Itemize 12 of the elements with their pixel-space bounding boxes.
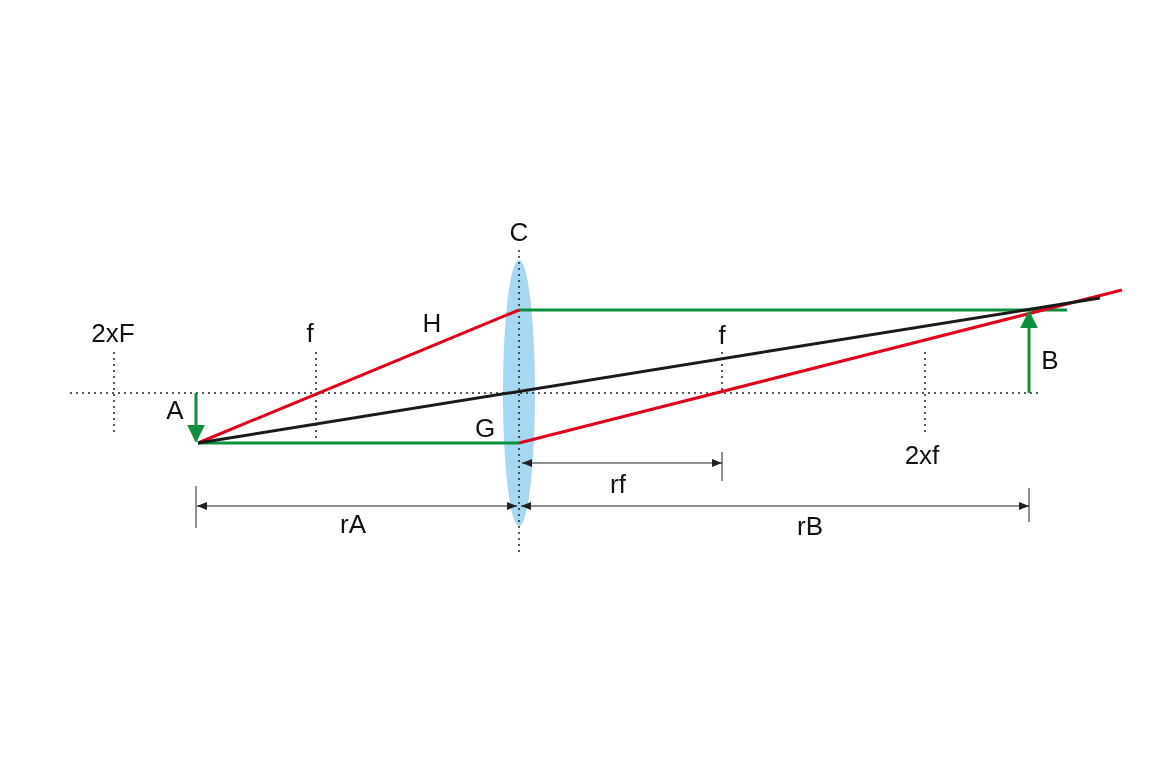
point-label: B: [1041, 346, 1059, 374]
focal-label: f: [306, 319, 314, 347]
point-label: A: [166, 396, 184, 424]
point-label: G: [474, 414, 496, 442]
dimension-label: rB: [797, 512, 823, 540]
focal-label: f: [718, 321, 726, 349]
focal-label: 2xf: [904, 441, 940, 469]
dimension-label: rf: [610, 470, 626, 498]
focal-label: 2xF: [91, 319, 135, 347]
point-label: H: [422, 309, 442, 337]
point-label: C: [509, 218, 529, 246]
dimension-label: rA: [340, 510, 366, 538]
